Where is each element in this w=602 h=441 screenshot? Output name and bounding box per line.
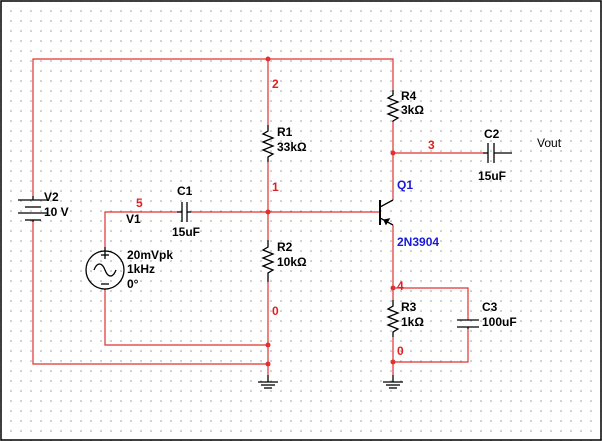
q1-name: Q1 xyxy=(397,178,413,192)
node-label-1: 1 xyxy=(272,180,279,194)
node-label-0-right: 0 xyxy=(397,344,404,358)
junction-node3 xyxy=(390,150,396,156)
r3-name: R3 xyxy=(401,300,417,314)
vout-label: Vout xyxy=(537,136,562,150)
c2-capacitor-symbol[interactable] xyxy=(483,143,512,163)
r1-resistor-symbol[interactable] xyxy=(261,125,275,162)
wire-top-rail xyxy=(32,58,394,196)
c2-name: C2 xyxy=(484,127,500,141)
junction-ground-left-a xyxy=(265,342,271,348)
v2-name: V2 xyxy=(44,190,59,204)
junctions xyxy=(265,56,396,367)
c3-value: 100uF xyxy=(482,315,517,329)
c2-value: 15uF xyxy=(478,169,506,183)
q1-model: 2N3904 xyxy=(397,235,439,249)
wire-v1-c1 xyxy=(104,211,177,247)
wire-node4-c3 xyxy=(393,287,469,320)
r1-value: 33kΩ xyxy=(277,140,307,154)
r3-value: 1kΩ xyxy=(401,315,424,329)
r4-resistor-symbol[interactable] xyxy=(386,90,400,122)
junction-node2 xyxy=(265,56,271,62)
node-label-3: 3 xyxy=(428,138,435,152)
v1-amplitude: 20mVpk xyxy=(127,248,173,262)
node-label-5: 5 xyxy=(136,196,143,210)
r4-name: R4 xyxy=(401,89,417,103)
r4-value: 3kΩ xyxy=(401,103,424,117)
node-label-0-left: 0 xyxy=(272,304,279,318)
ground-left-symbol xyxy=(258,375,278,389)
q1-transistor-symbol[interactable] xyxy=(379,199,394,226)
c3-name: C3 xyxy=(482,300,498,314)
ground-right-symbol xyxy=(383,375,403,389)
r3-resistor-symbol[interactable] xyxy=(386,300,400,337)
junction-node1 xyxy=(265,209,271,215)
c1-value: 15uF xyxy=(172,225,200,239)
v1-name: V1 xyxy=(126,212,141,226)
v1-frequency: 1kHz xyxy=(127,262,155,276)
junction-ground-left-b xyxy=(265,361,271,367)
wire-v1-ground xyxy=(104,290,268,346)
wire-bottom-rail xyxy=(32,222,268,365)
v1-ac-source-symbol[interactable] xyxy=(85,247,125,290)
junction-node4 xyxy=(390,285,396,291)
c3-capacitor-symbol[interactable] xyxy=(457,319,479,329)
node-label-4: 4 xyxy=(397,279,404,293)
wires xyxy=(32,58,483,375)
r2-resistor-symbol[interactable] xyxy=(261,240,275,282)
r2-value: 10kΩ xyxy=(277,255,307,269)
wire-c3-ground xyxy=(393,329,469,363)
c1-capacitor-symbol[interactable] xyxy=(177,202,191,222)
v1-phase: 0° xyxy=(127,277,139,291)
r2-name: R2 xyxy=(277,240,293,254)
c1-name: C1 xyxy=(177,184,193,198)
v2-value: 10 V xyxy=(44,205,69,219)
v2-battery-symbol[interactable] xyxy=(18,196,48,222)
node-label-2: 2 xyxy=(272,77,279,91)
r1-name: R1 xyxy=(277,125,293,139)
junction-ground-right xyxy=(390,359,396,365)
